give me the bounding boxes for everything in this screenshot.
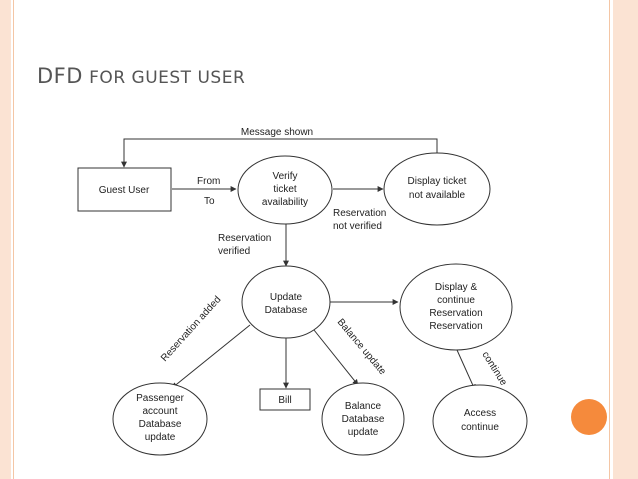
display-na-line-1: Display ticket [408,176,467,187]
verify-line-3: availability [262,197,308,208]
display-continue-line-4: Reservation [429,321,482,332]
from-label: From [197,176,220,187]
edge-reservation-added [171,324,251,389]
edge-message-shown [121,138,438,168]
right-decor-stripe [613,0,638,479]
balance-update-label: Balance update [335,317,388,378]
left-decor-stripe [0,0,11,479]
display-continue-line-2: continue [437,295,475,306]
title-rest: FOR GUEST USER [89,68,246,88]
passenger-line-4: update [145,432,176,443]
passenger-line-2: account [142,406,177,417]
balance-db-process [321,382,405,456]
page-title: DFD FOR GUEST USER [37,64,245,88]
display-continue-line-1: Display & [435,282,478,293]
verify-line-1: Verify [272,171,297,182]
edge-balance-update [313,329,359,386]
guest-user-label: Guest User [99,185,150,196]
update-db-line-1: Update [270,292,303,303]
left-decor-line [13,0,14,479]
passenger-line-3: Database [139,419,182,430]
to-label: To [204,196,215,207]
update-database-process [241,265,331,339]
access-line-2: continue [461,422,499,433]
continue-label: continue [479,350,509,388]
update-db-line-2: Database [265,305,308,316]
verify-line-2: ticket [273,184,297,195]
balance-line-3: update [348,427,379,438]
guest-user-box [77,167,172,212]
display-not-available-process [383,152,491,226]
right-decor-line [609,0,610,479]
res-verified-line-1: Reservation [218,233,271,244]
title-main: DFD [37,64,83,88]
res-verified-line-2: verified [218,246,250,257]
verify-ticket-process [237,155,333,225]
display-continue-line-3: Reservation [429,308,482,319]
balance-line-2: Database [342,414,385,425]
edge-continue [456,349,476,391]
bill-box [259,388,311,411]
access-line-1: Access [464,408,496,419]
res-not-verified-line-1: Reservation [333,208,386,219]
res-not-verified-line-2: not verified [333,221,382,232]
passenger-db-process [112,382,208,456]
access-continue-process [432,384,528,458]
bill-label: Bill [278,395,291,406]
display-continue-process [399,263,513,351]
passenger-line-1: Passenger [136,393,184,404]
decor-orange-dot [571,399,607,435]
reservation-added-label: Reservation added [159,294,223,364]
message-shown-label: Message shown [241,127,313,138]
display-na-line-2: not available [409,190,466,201]
balance-line-1: Balance [345,401,382,412]
